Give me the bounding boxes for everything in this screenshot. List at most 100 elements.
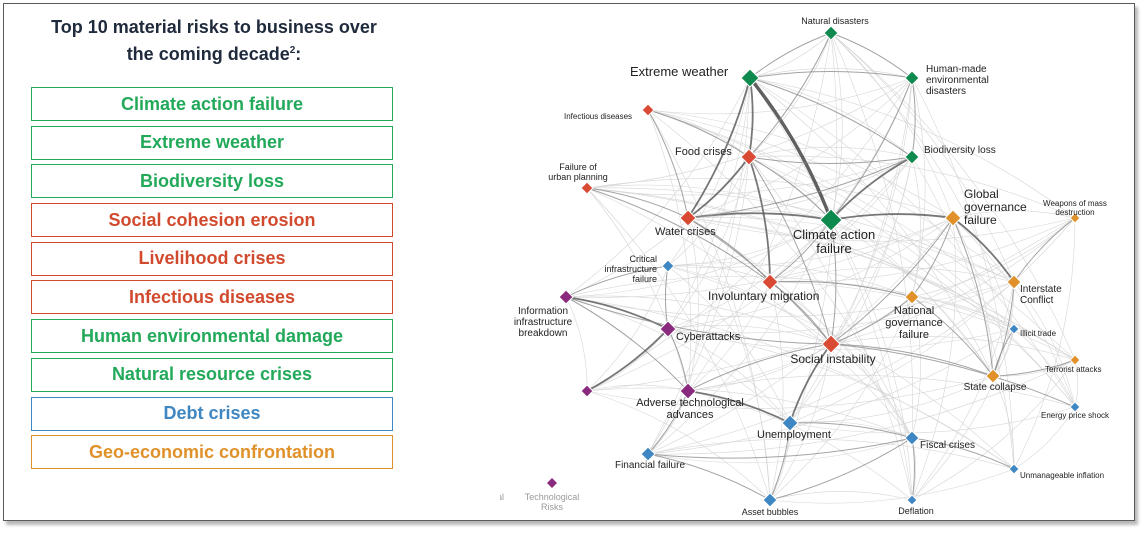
risk-node-water <box>679 209 697 227</box>
faint-link <box>952 217 1076 408</box>
faint-link <box>687 281 771 392</box>
risk-node-energy <box>1069 401 1081 413</box>
risk-node-label-line: Deflation <box>898 506 934 516</box>
faint-link <box>830 32 1015 330</box>
risk-link <box>830 32 913 79</box>
faint-link <box>565 156 750 298</box>
risk-link <box>647 453 771 501</box>
faint-link <box>748 32 832 158</box>
risk-link <box>992 359 1076 377</box>
risk-link <box>687 156 750 219</box>
risk-node-label-line: Biodiversity loss <box>924 145 996 156</box>
faint-link <box>911 281 1015 501</box>
faint-link <box>647 217 954 455</box>
faint-link <box>687 374 1076 408</box>
faint-link <box>1013 281 1076 408</box>
faint-link <box>647 109 1015 330</box>
faint-link <box>830 219 1076 408</box>
faint-link <box>789 156 913 424</box>
risk-node-food <box>740 148 758 166</box>
faint-link <box>748 146 913 158</box>
faint-link <box>830 219 994 377</box>
risk-link <box>687 343 832 392</box>
risk-link <box>586 187 689 219</box>
risk-node-critical_infra <box>661 259 675 273</box>
faint-link <box>667 77 751 267</box>
risk-node-label: Illicit trade <box>1020 329 1057 338</box>
faint-link <box>769 296 913 501</box>
risk-node-label: Asset bubbles <box>742 507 799 517</box>
risk-link <box>565 296 669 330</box>
risk-link <box>992 281 1015 377</box>
faint-link <box>565 296 588 392</box>
risk-node-label-line: Critical <box>629 254 657 264</box>
risk-node-label-line: Social instability <box>790 352 875 366</box>
faint-link <box>667 217 954 268</box>
faint-link <box>830 219 913 501</box>
legend-label-line: Technological <box>525 492 580 502</box>
risk-link <box>586 328 669 392</box>
risk-item: Social cohesion erosion <box>31 203 393 238</box>
risk-node-label: Infectious diseases <box>564 112 632 121</box>
faint-link <box>687 210 832 221</box>
faint-link <box>748 156 913 501</box>
risk-node-label-line: Involuntary migration <box>708 289 819 303</box>
faint-link <box>647 109 771 501</box>
strong-links <box>565 32 1076 501</box>
faint-link <box>789 217 1076 424</box>
faint-link <box>830 32 843 221</box>
risk-node-wmd <box>1069 212 1081 224</box>
risk-node-label-line: Water crises <box>655 226 716 238</box>
risk-node-label-line: Information <box>518 306 568 317</box>
risk-link <box>830 156 913 221</box>
faint-link <box>687 217 1015 283</box>
risk-node-terrorist <box>1069 354 1081 366</box>
risk-link <box>911 217 954 298</box>
risk-node-info_infra <box>558 289 574 305</box>
risk-node-interstate <box>1006 274 1022 290</box>
risk-node-label-line: Human-made <box>926 64 987 75</box>
faint-link <box>647 109 913 439</box>
risk-node-migration <box>761 273 779 291</box>
faint-link <box>647 438 1015 470</box>
risk-link <box>769 281 832 345</box>
faint-link <box>667 219 832 267</box>
risk-node-label: Unemployment <box>757 429 831 441</box>
risk-node-global_gov <box>944 209 962 227</box>
risk-item: Geo-economic confrontation <box>31 435 393 470</box>
faint-link <box>687 32 832 392</box>
risk-link <box>749 77 913 158</box>
risk-node-label-line: infrastructure <box>604 264 657 274</box>
faint-link <box>769 343 832 501</box>
faint-link <box>830 32 954 219</box>
risk-node-label-line: Terrorist attacks <box>1045 365 1101 374</box>
risk-node-label: Financial failure <box>615 460 685 471</box>
faint-link <box>667 219 832 330</box>
faint-link <box>1013 328 1076 408</box>
faint-link <box>749 77 994 377</box>
risk-node-label: State collapse <box>964 382 1027 393</box>
faint-link <box>911 77 1015 470</box>
risk-node-label-line: Food crises <box>675 146 732 158</box>
risk-link <box>586 187 771 283</box>
risk-node-label-line: Energy price shock <box>1041 411 1110 420</box>
faint-link <box>647 109 954 219</box>
legend-marker-technological <box>547 478 557 488</box>
risk-link <box>748 76 833 221</box>
risk-node-label-line: Cyberattacks <box>676 331 741 343</box>
risk-node-label: Social instability <box>790 352 875 366</box>
risk-node-label-line: Financial failure <box>615 460 685 471</box>
risk-item: Debt crises <box>31 396 393 431</box>
faint-link <box>586 375 994 409</box>
risk-node-natural_disasters <box>823 25 839 41</box>
risk-node-biodiversity <box>904 149 920 165</box>
faint-link <box>687 217 1076 242</box>
risk-node-state_collapse <box>985 368 1001 384</box>
risk-item: Natural resource crises <box>31 357 393 392</box>
